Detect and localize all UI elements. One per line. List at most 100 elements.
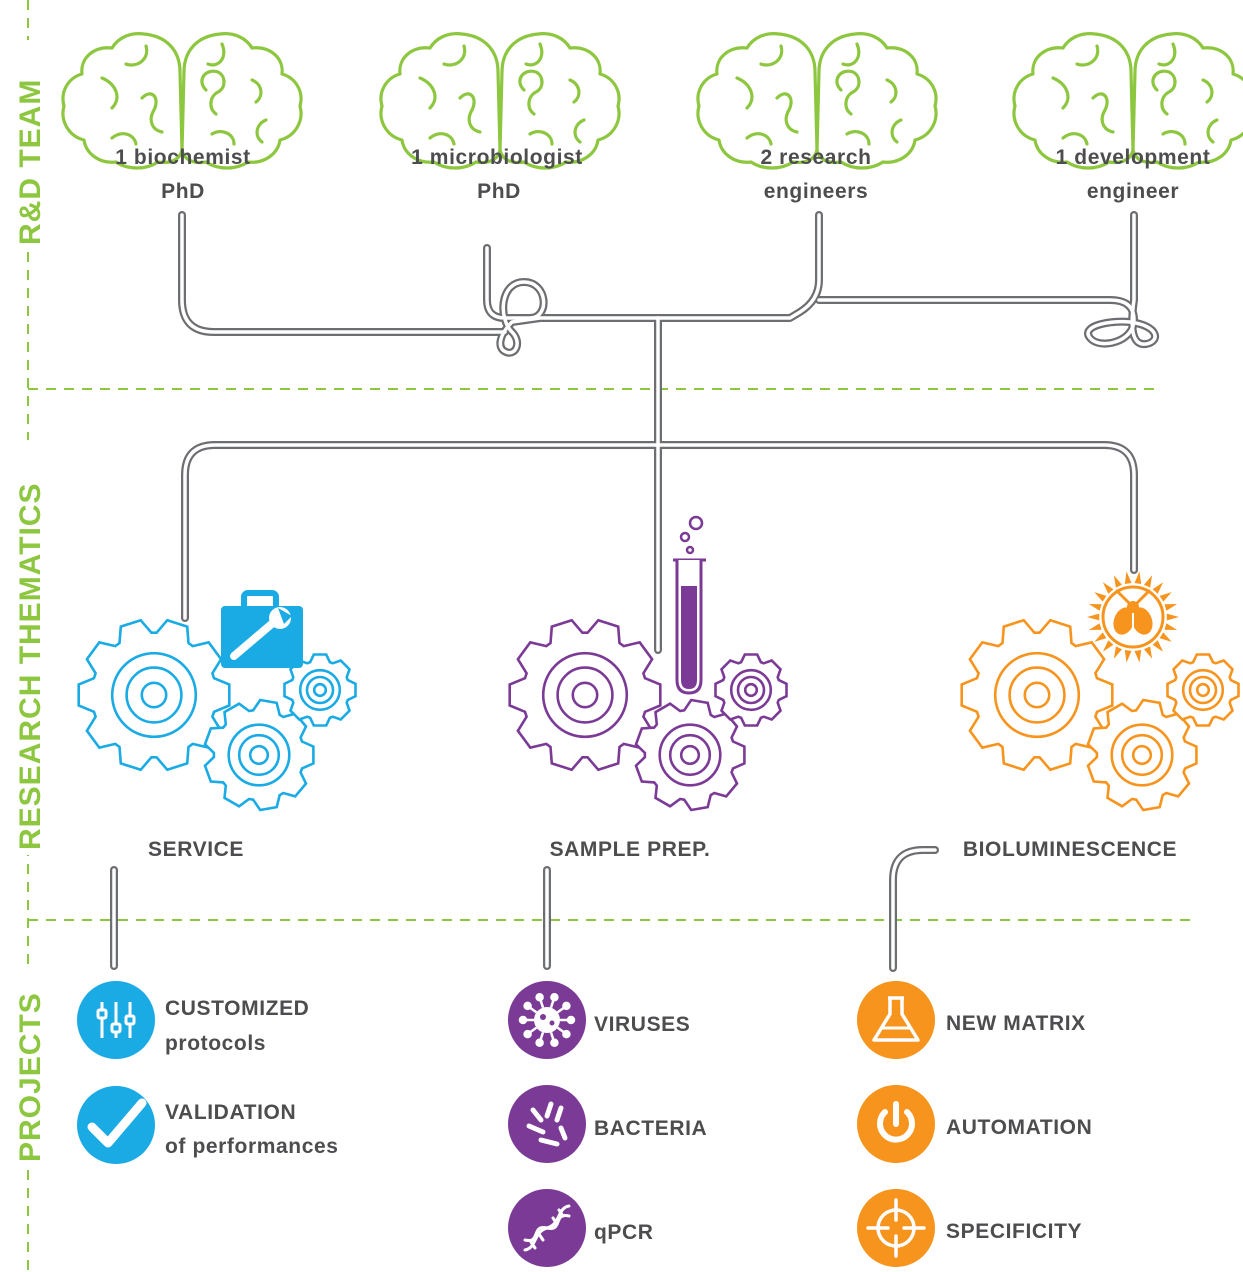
gear-ring <box>237 733 281 777</box>
sliders-icon <box>77 981 155 1059</box>
team-member-2-line2: PhD <box>477 180 521 203</box>
gear-ring <box>993 651 1081 739</box>
gear-ring <box>736 675 766 705</box>
sun-ray <box>1152 582 1164 594</box>
thematic-label-sample-prep: SAMPLE PREP. <box>550 838 711 861</box>
test-tube-icon <box>673 515 706 695</box>
gear-ring <box>668 733 712 777</box>
section-label-thematics: RESEARCH THEMATICS <box>14 483 47 850</box>
sun-ray <box>1166 613 1179 621</box>
team-member-4-line2: engineer <box>1087 180 1179 203</box>
gear-ring <box>1195 682 1211 698</box>
gear-shape <box>714 653 788 727</box>
gear-ring <box>1181 668 1225 712</box>
gear-ring <box>743 682 759 698</box>
gear-ring <box>1023 681 1051 709</box>
sun-ray <box>1102 640 1114 652</box>
sun-ray <box>1087 613 1100 621</box>
virus-spike-tip <box>562 1001 571 1011</box>
virus-spike-tip <box>535 1038 544 1048</box>
gear-ring <box>571 681 599 709</box>
connector-pipes <box>110 211 1159 972</box>
gear-shape <box>77 618 231 772</box>
gear-ring <box>305 675 335 705</box>
project-validation-line2: of performances <box>165 1135 339 1158</box>
gear-ring <box>298 668 342 712</box>
section-label-projects: PROJECTS <box>14 992 47 1162</box>
gear-ring <box>312 682 328 698</box>
project-new-matrix: NEW MATRIX <box>946 1012 1086 1035</box>
gear-ring <box>729 668 773 712</box>
team-member-3-line2: engineers <box>764 180 869 203</box>
sun-ray <box>1144 646 1153 659</box>
virus-spike-tip <box>523 1029 532 1039</box>
gear-ring <box>1120 733 1164 777</box>
project-automation: AUTOMATION <box>946 1116 1092 1139</box>
checkmark-icon <box>77 1086 155 1164</box>
gear-ring <box>556 666 614 724</box>
crosshair-icon <box>857 1189 935 1267</box>
gear-ring <box>125 666 183 724</box>
sun-ray <box>1088 604 1102 611</box>
sun-ray <box>1134 650 1142 663</box>
flask-icon <box>857 981 935 1059</box>
gear-shape <box>283 653 357 727</box>
virus-spike-tip <box>518 1015 528 1025</box>
project-viruses: VIRUSES <box>594 1013 690 1036</box>
gear-ring <box>1131 744 1153 766</box>
gear-shape <box>1086 698 1198 812</box>
virus-spike-tip <box>550 1038 559 1048</box>
gear-ring <box>1008 666 1066 724</box>
sun-ray <box>1113 646 1122 659</box>
virus-spike-tip <box>566 1015 576 1025</box>
firefly-icon <box>1087 571 1179 663</box>
project-validation-line1: VALIDATION <box>165 1101 296 1124</box>
sun-ray <box>1144 575 1153 588</box>
sun-ray <box>1164 623 1178 630</box>
sun-ray <box>1164 604 1178 611</box>
virus-spike-tip <box>523 1001 532 1011</box>
gear-shape <box>634 698 746 812</box>
team-member-2-line1: 1 microbiologist <box>411 146 583 169</box>
gear-shape <box>203 698 315 812</box>
sun-ray <box>1159 592 1172 602</box>
gear-shape <box>1166 653 1240 727</box>
gear-ring <box>110 651 198 739</box>
thematic-label-service: SERVICE <box>148 838 244 861</box>
gear-ring <box>679 744 701 766</box>
sun-ray <box>1124 650 1132 663</box>
gear-ring <box>1110 723 1174 787</box>
team-member-1-line2: PhD <box>161 180 205 203</box>
gear-ring <box>227 723 291 787</box>
team-member-4-line1: 1 development <box>1056 146 1211 169</box>
project-customized-line2: protocols <box>165 1032 266 1055</box>
project-customized-line1: CUSTOMIZED <box>165 997 309 1020</box>
section-label-team: R&D TEAM <box>14 79 47 245</box>
gear-ring <box>541 651 629 739</box>
project-qpcr: qPCR <box>594 1221 654 1244</box>
sun-ray <box>1088 623 1102 630</box>
dna-icon <box>508 1189 586 1267</box>
virus-spike-tip <box>550 992 559 1002</box>
sun-ray <box>1102 582 1114 594</box>
virus-spike-tip <box>562 1029 571 1039</box>
gear-ring <box>658 723 722 787</box>
gears-service-icon <box>77 618 357 812</box>
gears-bioluminescence-icon <box>960 618 1240 812</box>
sun-ray <box>1113 575 1122 588</box>
virus-spike-tip <box>535 992 544 1002</box>
sun-ray <box>1134 571 1142 584</box>
toolbox-wrench-icon <box>221 590 303 668</box>
team-member-3-line1: 2 research <box>760 146 871 169</box>
gears-sample-prep-icon <box>508 618 788 812</box>
gear-shape <box>960 618 1114 772</box>
bacteria-icon <box>508 1085 586 1163</box>
sun-ray <box>1124 571 1132 584</box>
project-specificity: SPECIFICITY <box>946 1220 1082 1243</box>
gear-ring <box>1188 675 1218 705</box>
gear-ring <box>248 744 270 766</box>
sun-ray <box>1094 592 1107 602</box>
gear-shape <box>508 618 662 772</box>
gear-ring <box>140 681 168 709</box>
